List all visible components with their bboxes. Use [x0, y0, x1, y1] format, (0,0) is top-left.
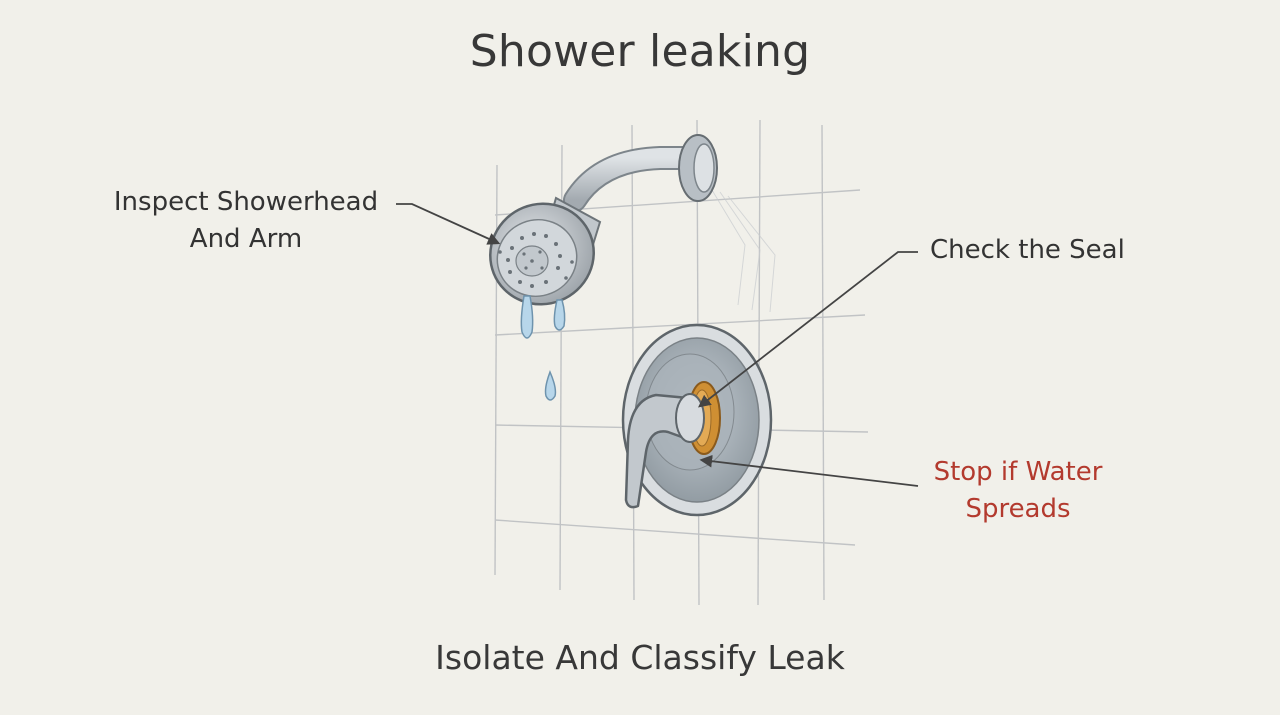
valve-handle-icon: [624, 393, 705, 509]
leader-seal: [698, 251, 918, 408]
nozzle-holes: [498, 232, 574, 288]
callout-line: And Arm: [189, 224, 303, 254]
callout-check-seal: Check the Seal: [930, 232, 1125, 269]
callout-line: Stop if Water: [933, 457, 1103, 487]
wall-flange-icon: [678, 134, 718, 202]
callout-line: Inspect Showerhead: [113, 187, 379, 217]
callout-stop-warning: Stop if Water Spreads: [918, 454, 1118, 528]
diagram-caption: Isolate And Classify Leak: [435, 638, 845, 677]
leader-showerhead: [396, 203, 501, 245]
showerhead-icon: [489, 196, 602, 306]
callout-line: Spreads: [965, 494, 1071, 524]
callout-leaders: [396, 203, 919, 487]
water-drop-icon: [520, 295, 566, 401]
callout-line: Check the Seal: [930, 235, 1125, 265]
shower-arm-icon: [563, 146, 707, 212]
leader-stop: [699, 454, 919, 487]
callout-inspect-showerhead: Inspect Showerhead And Arm: [96, 184, 396, 258]
spray-sketch: [711, 189, 776, 313]
diagram-title: Shower leaking: [469, 26, 811, 77]
